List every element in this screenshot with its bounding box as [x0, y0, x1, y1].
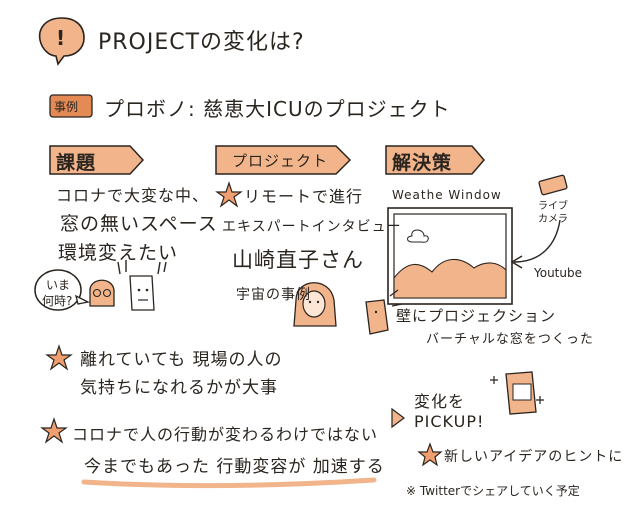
speech-bubble-line: 何時? [42, 294, 73, 308]
pickup-line: 変化を [414, 392, 466, 411]
project-line: 宇宙の事例 [236, 287, 311, 303]
pickup-note: ※ Twitterでシェアしていく予定 [406, 484, 580, 498]
takeaway-line: コロナで人の行動が変わるわけではない [72, 425, 379, 444]
star-icon [40, 417, 68, 444]
live-camera-icon [538, 174, 568, 196]
pickup-hint: 新しいアイデアのヒントに [444, 449, 624, 465]
solution-line: バーチャルな窓をつくった [426, 332, 594, 347]
solution-label: 解決策 [392, 152, 453, 174]
takeaway-line: 気持ちになれるかが大事 [80, 378, 278, 398]
pickup-line: PICKUP! [414, 412, 485, 431]
takeaway-line: 今までもあった 行動変容が 加速する [84, 457, 385, 477]
virtual-window-illustration [387, 207, 513, 305]
star-icon [215, 181, 243, 208]
solution-line: 壁にプロジェクション [396, 307, 557, 325]
project-label: プロジェクト [232, 152, 329, 170]
example-tag: 事例 [54, 100, 79, 114]
issue-line: コロナで大変な中、 [56, 186, 210, 205]
project-line: 山崎直子さん [232, 248, 364, 272]
issue-banner [49, 145, 145, 175]
example-tag-bg [49, 94, 93, 118]
project-line: エキスパートインタビュー [222, 219, 402, 235]
camera-label: ライブ カメラ [538, 201, 568, 225]
person-glasses-icon [89, 279, 115, 307]
page-title: PROJECTの変化は? [98, 30, 305, 55]
woman-portrait-icon [293, 282, 337, 327]
speech-bubble-shape [34, 269, 82, 311]
window-name: Weathe Window [392, 188, 502, 202]
pickup-character-icon [490, 371, 544, 415]
star-icon [417, 442, 443, 467]
play-arrow-icon [391, 407, 405, 429]
issue-line: 環境変えたい [58, 242, 179, 264]
speech-bubble-line: いま [46, 278, 71, 292]
project-banner [215, 145, 352, 175]
youtube-label: Youtube [534, 266, 582, 280]
exclamation-badge-text: ! [56, 26, 67, 50]
issue-line: 窓の無いスペース [60, 213, 218, 235]
star-icon [45, 344, 73, 371]
solution-banner [385, 145, 485, 175]
example-title: プロボノ: 慈恵大ICUのプロジェクト [104, 97, 451, 121]
takeaway-line: 離れていても 現場の人の [80, 350, 283, 370]
projector-character-icon [365, 289, 403, 335]
highlight-underline [81, 477, 377, 489]
exclamation-bubble-icon [38, 17, 85, 66]
project-line: リモートで進行 [244, 187, 364, 206]
issue-label: 課題 [56, 152, 97, 174]
person-icon [129, 275, 155, 311]
